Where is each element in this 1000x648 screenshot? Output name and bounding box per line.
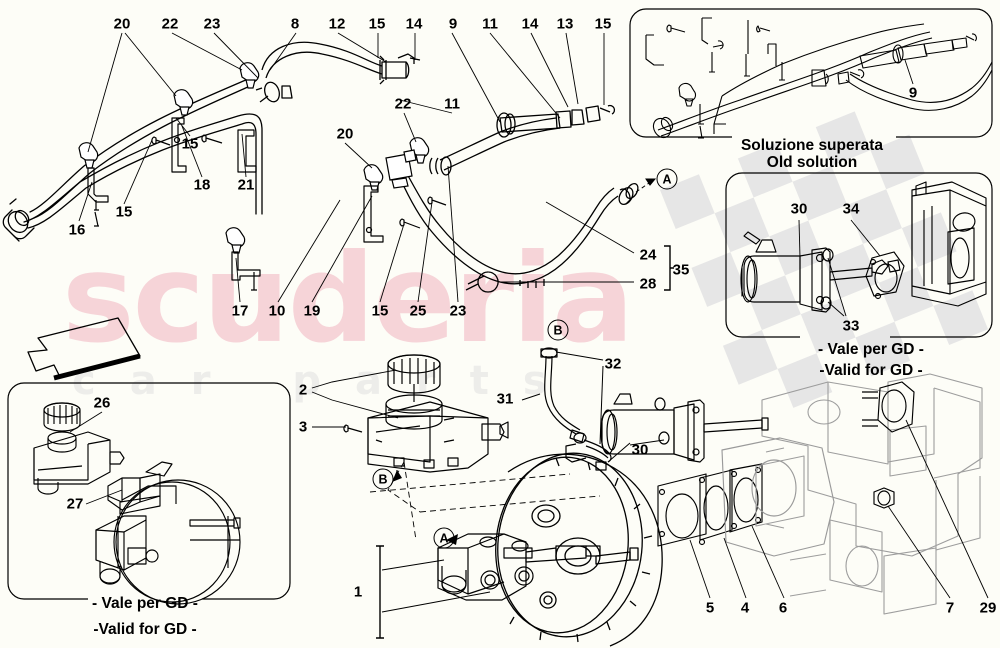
section-marker-B-top-letter: B — [553, 323, 563, 337]
callout-21: 21 — [237, 176, 255, 194]
callout-15e: 15 — [371, 302, 389, 320]
callout-31: 31 — [496, 390, 514, 408]
panel-gd-left-title-en: -Valid for GD - — [93, 621, 197, 638]
lower-loop-hose-24-28 — [399, 171, 639, 293]
leader-lines-gd-right — [798, 219, 881, 317]
callout-27: 27 — [66, 495, 84, 513]
bracket-1 — [376, 545, 384, 639]
callout-26: 26 — [93, 394, 111, 412]
panel-old-solution-border — [629, 8, 993, 138]
callout-10: 10 — [268, 302, 286, 320]
callout-25: 25 — [409, 302, 427, 320]
gasket-29 — [862, 381, 915, 433]
callout-1: 1 — [353, 583, 363, 601]
callout-29: 29 — [979, 599, 997, 617]
section-guide-A — [369, 461, 601, 541]
gd-left-drawing — [33, 402, 241, 605]
callout-11a: 11 — [482, 15, 498, 33]
section-marker-A-main-letter: A — [439, 531, 449, 545]
old-solution-drawing — [645, 17, 993, 139]
callout-8: 8 — [290, 15, 300, 33]
junction-block — [385, 149, 417, 189]
callout-24: 24 — [639, 246, 657, 264]
checkered-flag-watermark — [660, 111, 989, 408]
upper-right-hose — [255, 41, 421, 103]
nut-7 — [873, 487, 895, 509]
callout-4: 4 — [740, 599, 750, 617]
leader-lines-item2 — [311, 369, 399, 428]
brake-line-assembly-upper — [2, 78, 263, 242]
callout-6: 6 — [778, 599, 788, 617]
callout-16: 16 — [68, 221, 86, 239]
callout-5: 5 — [705, 599, 715, 617]
section-marker-A-top-letter: A — [662, 172, 672, 186]
callout-30a: 30 — [790, 200, 808, 218]
callout-9b: 9 — [908, 84, 918, 102]
arrow-to-A-top — [635, 178, 657, 193]
panel-gd-right-title-en: -Valid for GD - — [819, 362, 923, 379]
leader-lines-bottom-right — [689, 419, 989, 599]
center-hose-9 — [429, 104, 616, 176]
callout-34: 34 — [842, 200, 860, 218]
callout-28: 28 — [639, 275, 657, 293]
leader-lines-clutch — [521, 351, 665, 463]
callout-35: 35 — [672, 261, 690, 279]
callout-14b: 14 — [521, 15, 539, 33]
callout-20a: 20 — [113, 15, 131, 33]
callout-18: 18 — [193, 176, 211, 194]
section-marker-A-main: A — [433, 527, 455, 549]
bracket-35 — [664, 245, 674, 291]
section-marker-B-main: B — [372, 468, 394, 490]
section-marker-B-main-letter: B — [378, 472, 388, 486]
callout-17: 17 — [231, 302, 249, 320]
leader-lines-item1 — [381, 559, 491, 613]
callout-3: 3 — [298, 418, 308, 436]
callout-13: 13 — [556, 15, 574, 33]
clutch-master-cylinder — [600, 393, 769, 463]
gd-right-drawing — [740, 181, 987, 313]
section-marker-B-top: B — [547, 319, 569, 341]
panel-old-solution-title-it: Soluzione superata — [740, 137, 884, 154]
panel-gd-right-title-it: - Vale per GD - — [818, 341, 924, 358]
hose-clamps-upper — [78, 62, 430, 254]
panel-gd-right-border — [725, 172, 993, 338]
callout-14a: 14 — [405, 15, 423, 33]
callout-15d: 15 — [115, 203, 133, 221]
callout-15a: 15 — [368, 15, 386, 33]
panel-gd-left-border — [7, 382, 291, 600]
callout-11b: 11 — [444, 95, 460, 113]
callout-23b: 23 — [449, 302, 467, 320]
callout-22b: 22 — [394, 95, 412, 113]
panel-old-solution-title-en: Old solution — [766, 154, 858, 171]
mounting-brackets — [87, 117, 447, 291]
direction-arrow — [27, 317, 141, 381]
section-marker-A-top: A — [656, 168, 678, 190]
leader-lines-gd-left — [69, 411, 123, 505]
leader-line-9b — [904, 59, 914, 85]
bulkhead-ghost — [755, 373, 983, 615]
arrow-B-main — [392, 470, 402, 482]
callout-2: 2 — [298, 381, 308, 399]
leader-lines-top — [78, 32, 635, 303]
callout-32: 32 — [604, 355, 622, 373]
callout-7: 7 — [945, 599, 955, 617]
callout-30b: 30 — [631, 441, 649, 459]
callout-15b: 15 — [594, 15, 612, 33]
callout-19: 19 — [303, 302, 321, 320]
brake-servo — [495, 452, 663, 647]
callout-12: 12 — [328, 15, 346, 33]
main-reservoir — [343, 354, 509, 473]
callout-9a: 9 — [448, 15, 458, 33]
callout-22a: 22 — [161, 15, 179, 33]
callout-23a: 23 — [203, 15, 221, 33]
callout-33: 33 — [842, 317, 860, 335]
master-cylinder — [437, 533, 601, 601]
panel-gd-left-title-it: - Vale per GD - — [92, 595, 198, 612]
clutch-hose-31 — [540, 347, 612, 471]
callout-15c: 15 — [181, 135, 199, 153]
callout-20b: 20 — [336, 125, 354, 143]
